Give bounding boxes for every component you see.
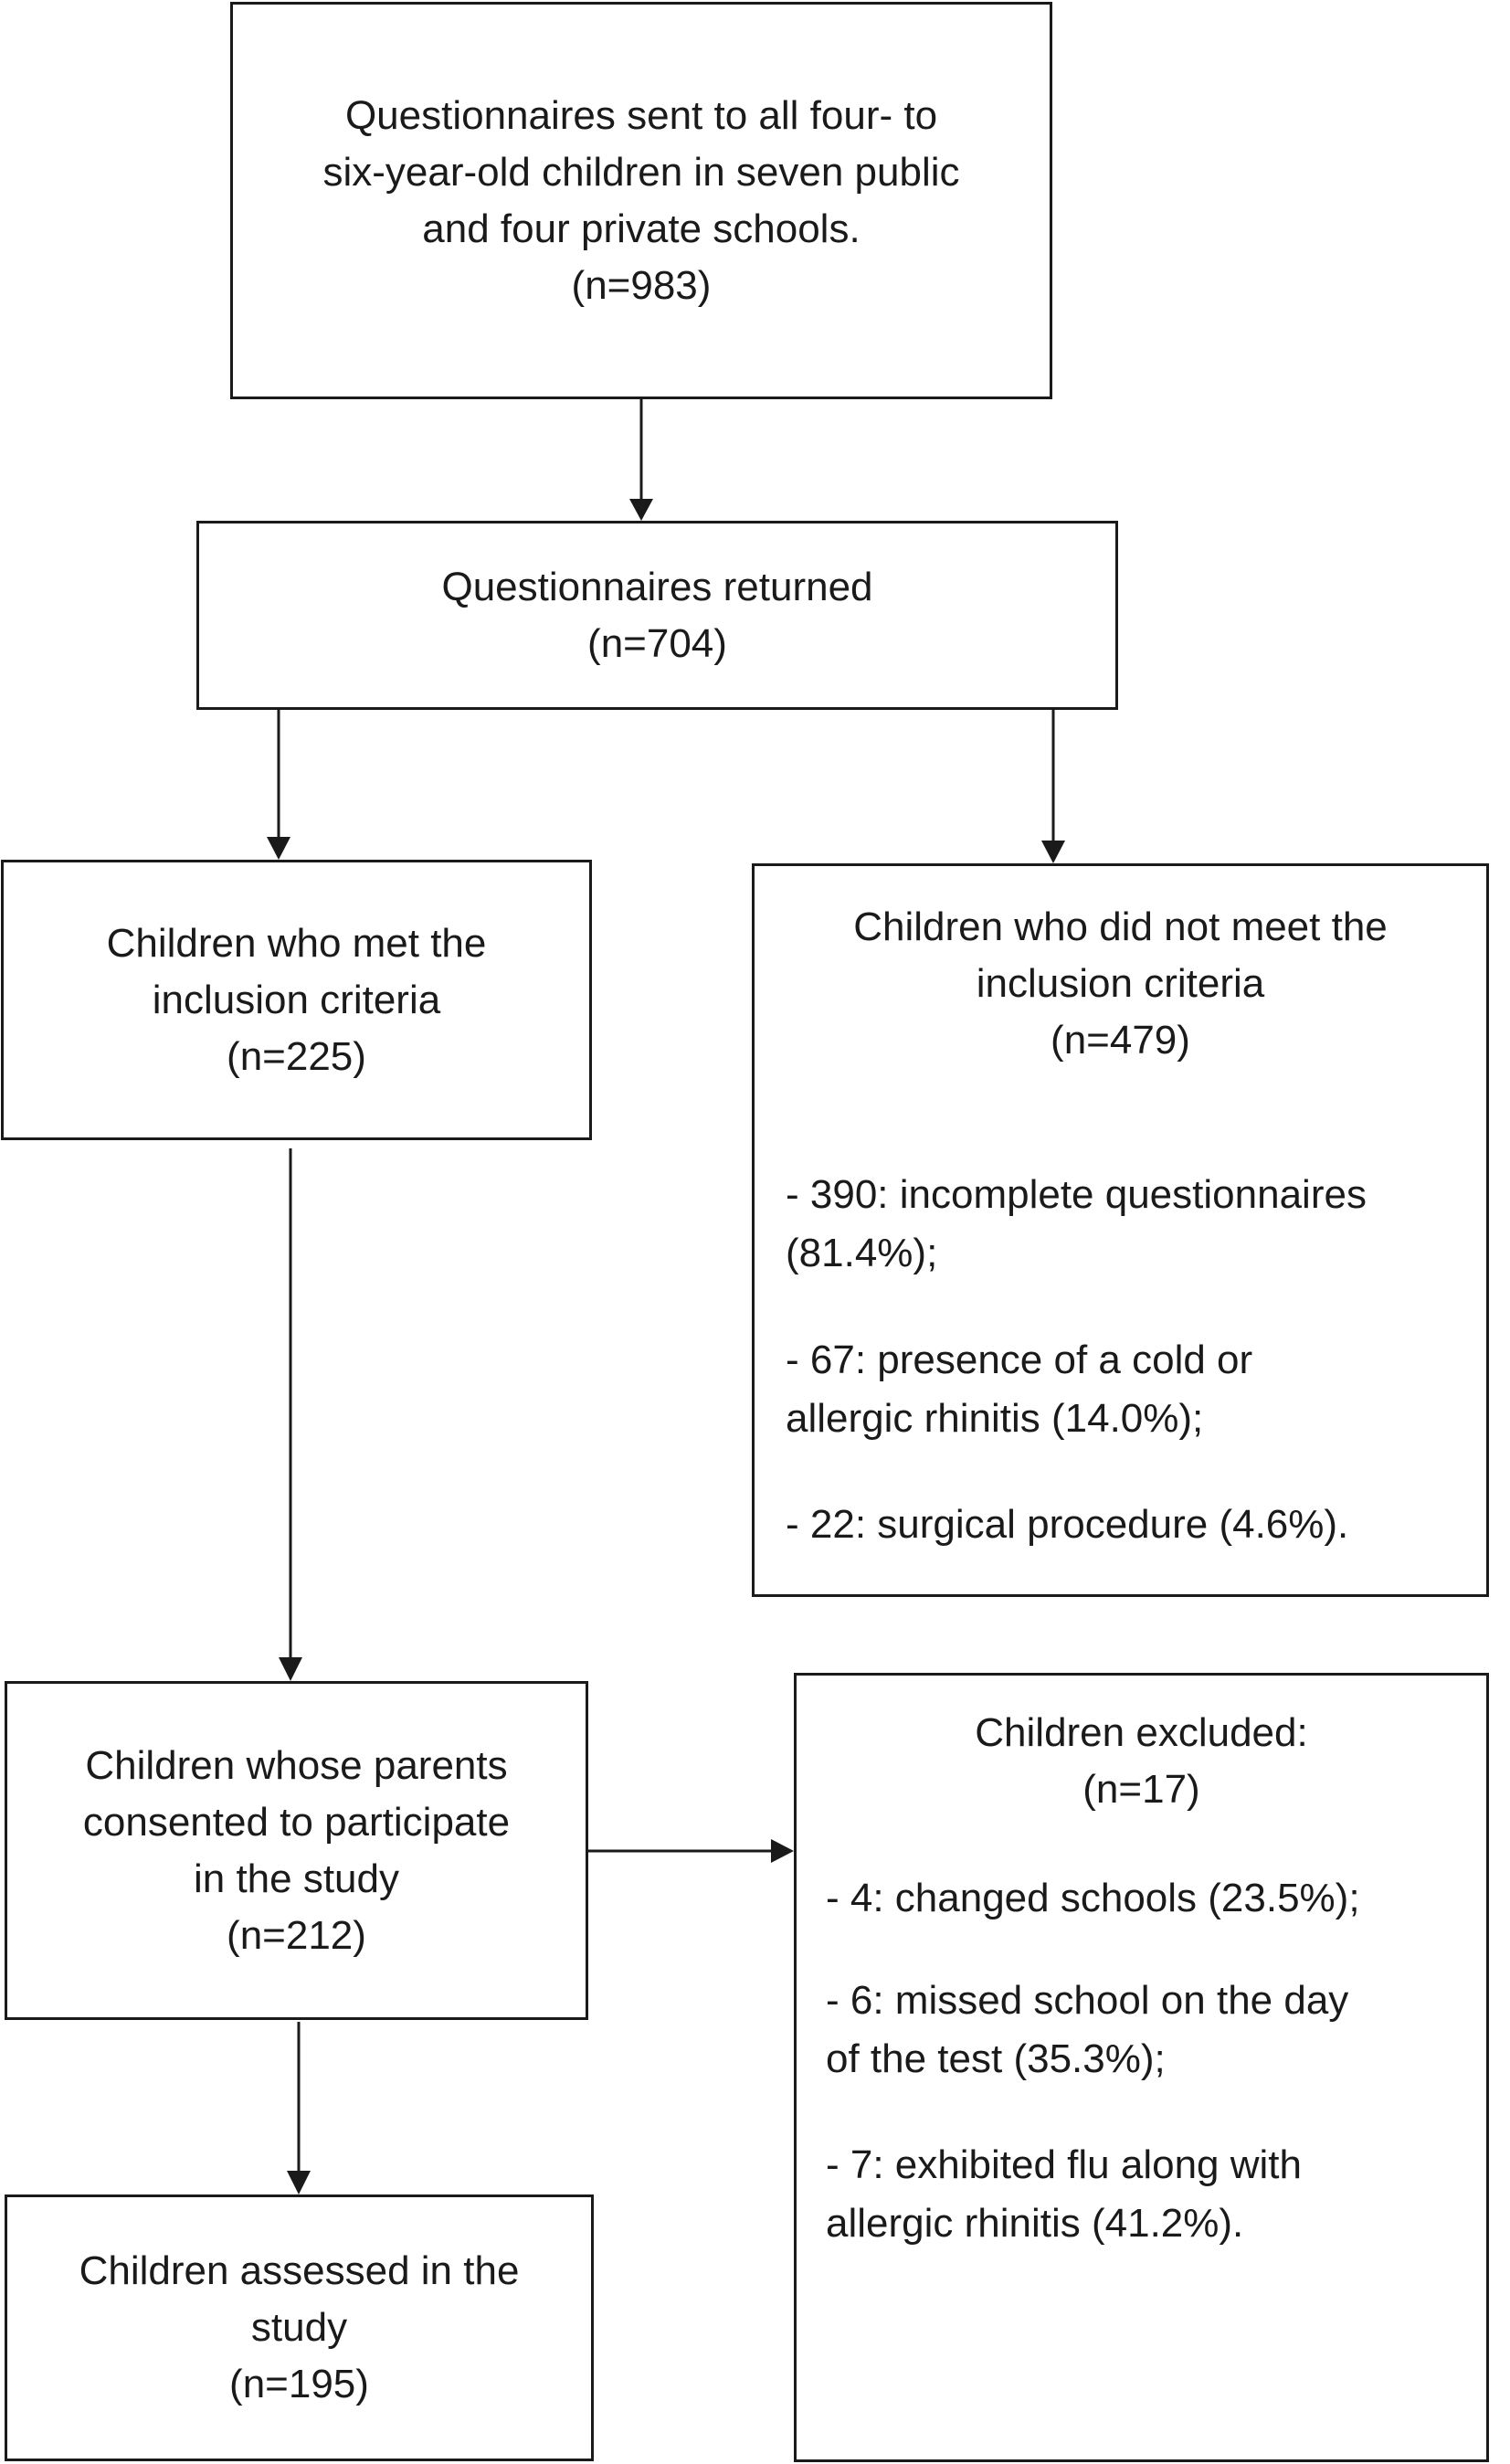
excluded-reason-flu-line-2: allergic rhinitis (41.2%). bbox=[826, 2201, 1244, 2246]
returned-line: Questionnaires returned bbox=[441, 564, 873, 609]
assessed-count: (n=195) bbox=[229, 2362, 369, 2406]
excluded-reason-flu-line-1: - 7: exhibited flu along with bbox=[826, 2142, 1302, 2187]
box-assessed-text: Children assessed in the study (n=195) bbox=[79, 2243, 520, 2413]
assessed-line-1: Children assessed in the bbox=[79, 2248, 520, 2293]
returned-count: (n=704) bbox=[587, 620, 727, 666]
sent-line-3: and four private schools. bbox=[422, 206, 861, 251]
excluded-reason-missed: - 6: missed school on the day of the tes… bbox=[826, 1972, 1468, 2089]
excluded-reason-schools-line-1: - 4: changed schools (23.5%); bbox=[826, 1876, 1360, 1920]
met-count: (n=225) bbox=[227, 1033, 366, 1079]
box-excluded: Children excluded: (n=17) - 4: changed s… bbox=[794, 1673, 1489, 2462]
excluded-reason-missed-line-2: of the test (35.3%); bbox=[826, 2036, 1166, 2081]
box-not-met-criteria: Children who did not meet the inclusion … bbox=[752, 863, 1489, 1597]
arrowhead-excluded bbox=[771, 1839, 794, 1863]
not-met-reason-incomplete-line-2: (81.4%); bbox=[786, 1231, 938, 1275]
box-questionnaires-sent: Questionnaires sent to all four- to six-… bbox=[230, 2, 1052, 399]
not-met-reason-incomplete: - 390: incomplete questionnaires (81.4%)… bbox=[786, 1166, 1468, 1283]
arrowhead-assessed bbox=[287, 2171, 311, 2194]
not-met-line-1: Children who did not meet the bbox=[853, 904, 1388, 949]
not-met-reason-cold-line-2: allergic rhinitis (14.0%); bbox=[786, 1396, 1204, 1441]
not-met-reason-cold: - 67: presence of a cold or allergic rhi… bbox=[786, 1331, 1468, 1448]
box-met-criteria-text: Children who met the inclusion criteria … bbox=[107, 915, 487, 1085]
excluded-count: (n=17) bbox=[1082, 1767, 1200, 1812]
box-questionnaires-sent-text: Questionnaires sent to all four- to six-… bbox=[323, 88, 960, 314]
met-line-2: inclusion criteria bbox=[152, 977, 441, 1022]
consented-line-2: consented to participate bbox=[82, 1799, 511, 1845]
box-consented: Children whose parents consented to part… bbox=[5, 1681, 588, 2020]
sent-line-1: Questionnaires sent to all four- to bbox=[344, 92, 938, 138]
excluded-reason-schools: - 4: changed schools (23.5%); bbox=[826, 1869, 1468, 1928]
assessed-line-2: study bbox=[250, 2305, 348, 2350]
excluded-reason-flu: - 7: exhibited flu along with allergic r… bbox=[826, 2136, 1468, 2253]
not-met-count: (n=479) bbox=[1051, 1018, 1190, 1063]
box-consented-text: Children whose parents consented to part… bbox=[83, 1738, 510, 1964]
arrowhead-met bbox=[267, 837, 290, 860]
sent-line-2: six-year-old children in seven public bbox=[322, 149, 960, 195]
consented-line-3: in the study bbox=[193, 1856, 399, 1901]
not-met-line-2: inclusion criteria bbox=[976, 961, 1265, 1006]
excluded-line: Children excluded: bbox=[975, 1710, 1308, 1755]
not-met-header: Children who did not meet the inclusion … bbox=[755, 899, 1486, 1069]
arrowhead-consented bbox=[279, 1657, 302, 1681]
sent-count: (n=983) bbox=[571, 262, 712, 308]
not-met-reason-surgical-line-1: - 22: surgical procedure (4.6%). bbox=[786, 1502, 1349, 1547]
arrowhead-returned bbox=[629, 499, 653, 521]
excluded-reason-missed-line-1: - 6: missed school on the day bbox=[826, 1978, 1349, 2023]
consented-count: (n=212) bbox=[227, 1912, 366, 1958]
not-met-reason-cold-line-1: - 67: presence of a cold or bbox=[786, 1338, 1253, 1382]
met-line-1: Children who met the bbox=[106, 920, 487, 966]
arrowhead-not-met bbox=[1041, 841, 1065, 863]
excluded-header: Children excluded: (n=17) bbox=[797, 1705, 1486, 1818]
box-met-criteria: Children who met the inclusion criteria … bbox=[1, 860, 592, 1140]
box-questionnaires-returned: Questionnaires returned (n=704) bbox=[196, 521, 1118, 710]
not-met-reason-incomplete-line-1: - 390: incomplete questionnaires bbox=[786, 1172, 1367, 1217]
box-questionnaires-returned-text: Questionnaires returned (n=704) bbox=[441, 559, 872, 672]
box-assessed: Children assessed in the study (n=195) bbox=[5, 2194, 594, 2461]
not-met-reason-surgical: - 22: surgical procedure (4.6%). bbox=[786, 1496, 1468, 1554]
consented-line-1: Children whose parents bbox=[85, 1742, 508, 1788]
